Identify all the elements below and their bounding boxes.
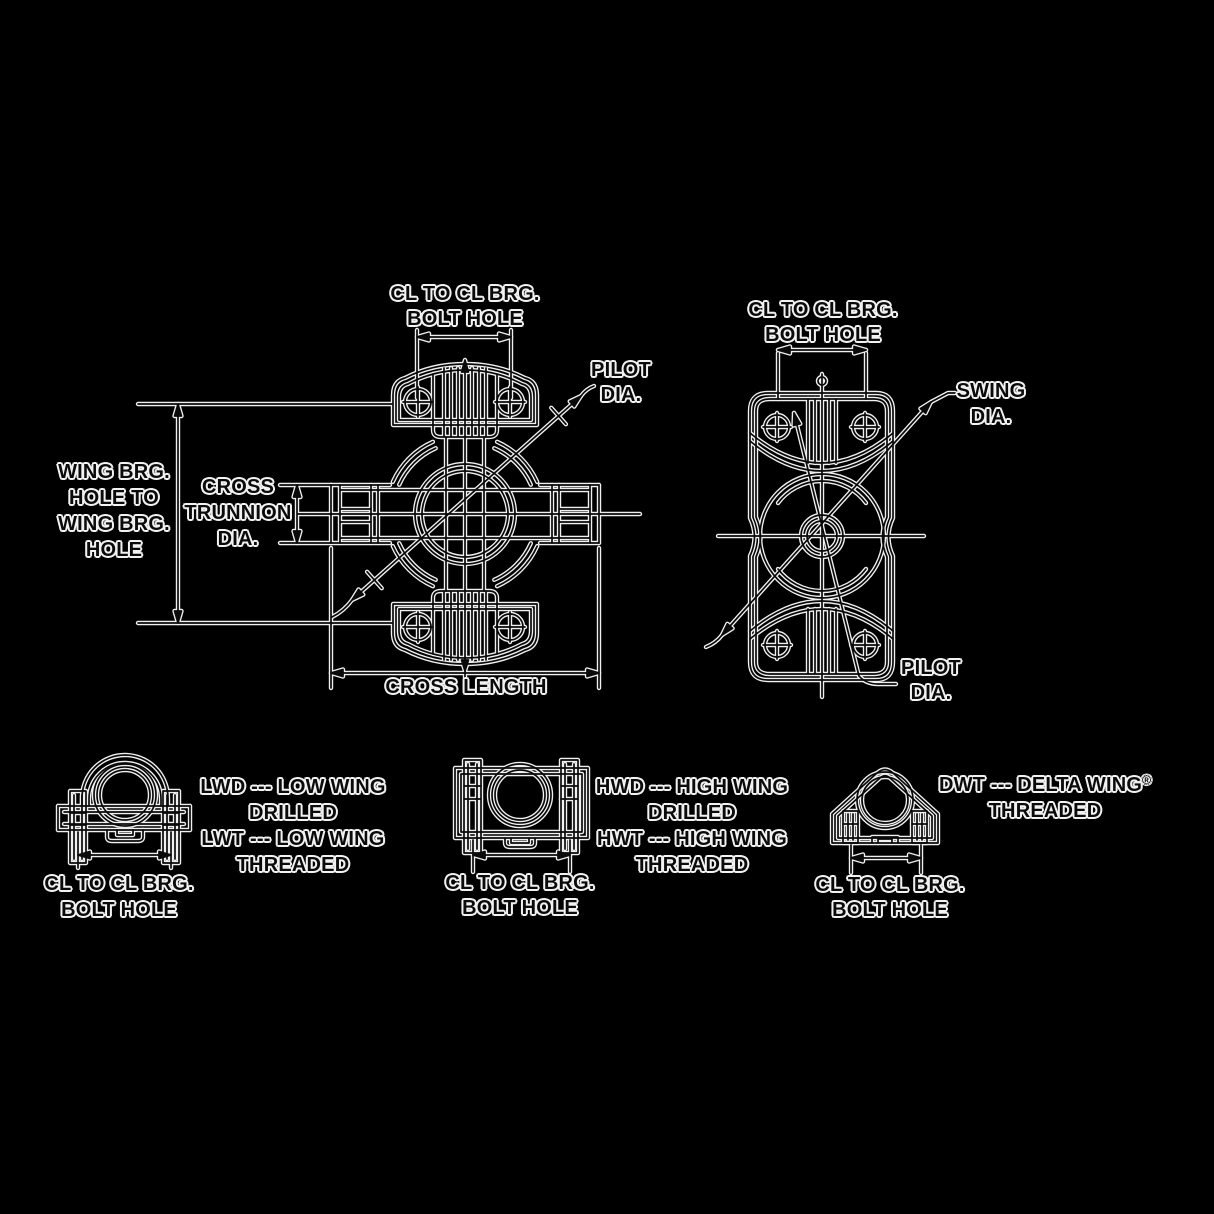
label-line: BOLT HOLE: [832, 899, 948, 921]
label-high-wing-cl-to-cl: CL TO CL BRG. BOLT HOLE: [445, 871, 594, 921]
label-high-wing-codes: HWD --- HIGH WING DRILLED HWT --- HIGH W…: [596, 774, 788, 878]
label-line: THREADED: [635, 854, 749, 876]
label-line: CROSS: [201, 476, 275, 498]
label-line: CL TO CL BRG.: [44, 873, 194, 895]
label-line: CL TO CL BRG.: [390, 283, 540, 305]
label-line: CL TO CL BRG.: [748, 299, 898, 321]
label-line: HOLE: [85, 539, 143, 561]
label-line: LWT --- LOW WING: [201, 828, 385, 850]
label-line: HOLE TO: [69, 487, 159, 509]
label-line: DIA.: [970, 406, 1012, 428]
label-line: HWD --- HIGH WING: [595, 776, 789, 798]
label-line: DRILLED: [248, 802, 338, 824]
label-low-wing-codes: LWD --- LOW WING DRILLED LWT --- LOW WIN…: [200, 774, 385, 878]
label-line: THREADED: [988, 800, 1102, 822]
label-line: LWD --- LOW WING: [200, 776, 386, 798]
label-line: CROSS LENGTH: [385, 676, 547, 698]
label-line: THREADED: [236, 854, 350, 876]
label-delta-wing-codes: DWT --- DELTA WING® THREADED: [939, 767, 1151, 824]
label-line: HWT --- HIGH WING: [596, 828, 788, 850]
label-side-cl-to-cl-bolt-hole: CL TO CL BRG. BOLT HOLE: [748, 298, 897, 348]
label-line: WING BRG.: [58, 461, 170, 483]
label-line: BOLT HOLE: [407, 308, 523, 330]
label-line: PILOT: [901, 657, 961, 679]
label-swing-dia: SWING DIA.: [957, 378, 1026, 430]
label-line: SWING: [956, 380, 1026, 402]
label-side-pilot-dia: PILOT DIA.: [901, 656, 961, 706]
label-line: PILOT: [591, 359, 651, 381]
label-line: CL TO CL BRG.: [445, 872, 595, 894]
label-line: CL TO CL BRG.: [815, 874, 965, 896]
label-line: DIA.: [600, 384, 642, 406]
label-front-pilot-dia: PILOT DIA.: [591, 358, 651, 408]
registered-trademark-symbol: ®: [1142, 773, 1152, 787]
label-delta-wing-cl-to-cl: CL TO CL BRG. BOLT HOLE: [815, 873, 964, 923]
label-line: WING BRG.: [58, 513, 170, 535]
label-line: TRUNNION: [184, 502, 292, 524]
label-cross-length: CROSS LENGTH: [385, 675, 546, 700]
label-line: BOLT HOLE: [765, 324, 881, 346]
delta-wing-code: DWT --- DELTA WING: [938, 774, 1143, 796]
label-low-wing-cl-to-cl: CL TO CL BRG. BOLT HOLE: [44, 871, 193, 923]
label-line: DIA.: [910, 682, 952, 704]
label-line: DRILLED: [647, 802, 737, 824]
label-line: BOLT HOLE: [462, 897, 578, 919]
label-line: DWT --- DELTA WING®: [939, 767, 1151, 798]
label-wing-brg-hole-to-wing-brg-hole: WING BRG. HOLE TO WING BRG. HOLE: [58, 459, 170, 563]
label-line: BOLT HOLE: [61, 899, 177, 921]
label-cross-trunnion-dia: CROSS TRUNNION DIA.: [184, 474, 291, 552]
label-front-cl-to-cl-bolt-hole: CL TO CL BRG. BOLT HOLE: [390, 282, 539, 332]
label-line: DIA.: [217, 528, 259, 550]
